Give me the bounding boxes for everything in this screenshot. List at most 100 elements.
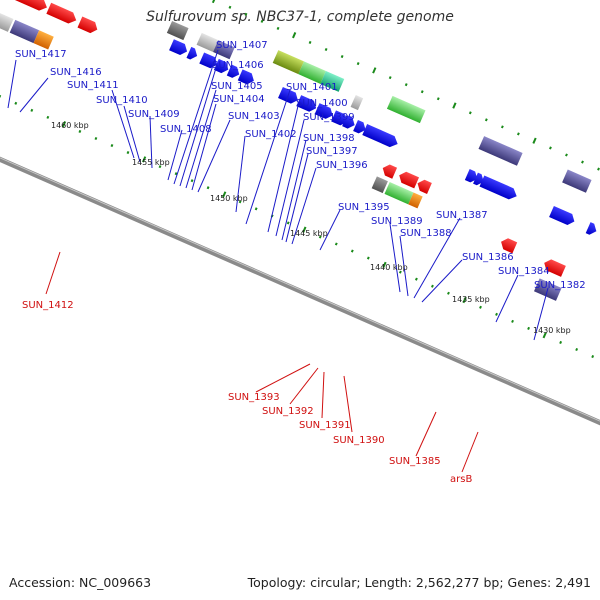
gene-box[interactable] [408, 192, 423, 209]
gene-label[interactable]: SUN_1386 [462, 252, 514, 263]
gene-label[interactable]: SUN_1416 [50, 67, 102, 78]
scale-tick-minor [511, 319, 514, 323]
scale-tick-minor [244, 12, 248, 16]
gene-arrow[interactable] [542, 257, 566, 277]
gene-arrow[interactable] [77, 16, 99, 35]
gene-label[interactable]: SUN_1405 [211, 81, 263, 92]
gene-arrow[interactable] [213, 58, 231, 75]
gene-box[interactable] [562, 169, 592, 193]
scale-tick-major [532, 137, 537, 144]
gene-arrow[interactable] [585, 222, 599, 237]
gene-label[interactable]: SUN_1398 [303, 133, 355, 144]
gene-label[interactable]: SUN_1399 [303, 112, 355, 123]
gene-arrow[interactable] [237, 69, 257, 86]
gene-arrow[interactable] [226, 64, 242, 80]
gene-arrow[interactable] [331, 110, 350, 127]
gene-label[interactable]: SUN_1412 [22, 300, 74, 311]
gene-box[interactable] [166, 20, 189, 41]
gene-arrow[interactable] [397, 170, 420, 189]
gene-labels-upper: SUN_1417 SUN_1416 SUN_1411 SUN_1410 SUN_… [15, 40, 586, 291]
gene-label[interactable]: SUN_1410 [96, 95, 148, 106]
gene-box[interactable] [9, 19, 40, 44]
gene-arrow[interactable] [499, 236, 518, 254]
gene-label[interactable]: SUN_1403 [228, 111, 280, 122]
gene-label[interactable]: SUN_1397 [306, 146, 358, 157]
gene-label[interactable]: SUN_1406 [212, 60, 264, 71]
gene-label[interactable]: SUN_1396 [316, 160, 368, 171]
scale-track-lower [0, 94, 595, 359]
gene-label[interactable]: SUN_1411 [67, 80, 119, 91]
gene-label[interactable]: SUN_1384 [498, 266, 550, 277]
gene-label[interactable]: SUN_1402 [245, 129, 297, 140]
scale-tick-minor [318, 235, 322, 239]
gene-label[interactable]: SUN_1393 [228, 392, 280, 403]
gene-arrow[interactable] [342, 115, 357, 130]
scale-tick-minor [46, 115, 50, 119]
scale-track-upper [211, 0, 600, 171]
gene-label[interactable]: SUN_1388 [400, 228, 452, 239]
gene-arrow[interactable] [353, 119, 368, 135]
gene-band-forward [169, 39, 599, 237]
gene-box[interactable] [478, 136, 523, 166]
scale-tick-minor [404, 83, 408, 87]
gene-label[interactable]: SUN_1401 [286, 82, 338, 93]
gene-label[interactable]: SUN_1400 [296, 98, 348, 109]
gene-arrow[interactable] [479, 175, 519, 201]
gene-box[interactable] [350, 95, 364, 111]
gene-box[interactable] [320, 71, 345, 92]
gene-label[interactable]: SUN_1404 [213, 94, 265, 105]
scale-tick-minor [549, 146, 552, 150]
gene-label[interactable]: arsB [450, 474, 472, 485]
gene-label[interactable]: SUN_1390 [333, 435, 385, 446]
gene-arrow[interactable] [169, 39, 189, 57]
gene-box[interactable] [298, 61, 326, 84]
scale-tick-minor [500, 125, 504, 129]
scale-tick-major [211, 0, 217, 4]
gene-label[interactable]: SUN_1408 [160, 124, 212, 135]
scale-tick-minor [559, 340, 563, 345]
scale-tick-major [141, 156, 147, 163]
scale-tick-minor [350, 249, 354, 253]
gene-box[interactable] [371, 176, 388, 194]
gene-arrow[interactable] [380, 163, 398, 179]
gene-arrow[interactable] [549, 206, 577, 227]
gene-box[interactable] [386, 95, 426, 124]
gene-box[interactable] [196, 32, 219, 53]
gene-label[interactable]: SUN_1407 [216, 40, 268, 51]
gene-label[interactable]: SUN_1392 [262, 406, 314, 417]
gene-labels-lower: SUN_1412 SUN_1393 SUN_1392 SUN_1391 SUN_… [22, 300, 472, 485]
gene-box[interactable] [33, 30, 54, 50]
scale-tick-minor [447, 291, 450, 295]
gene-arrow[interactable] [296, 95, 318, 114]
gene-label[interactable]: SUN_1417 [15, 49, 67, 60]
gene-arrow[interactable] [473, 172, 486, 188]
gene-arrow[interactable] [464, 169, 480, 184]
gene-label[interactable]: SUN_1382 [534, 280, 586, 291]
scale-tick-minor [0, 94, 2, 98]
gene-arrow[interactable] [11, 0, 50, 13]
gene-arrow[interactable] [46, 2, 78, 26]
gene-arrow[interactable] [186, 46, 199, 62]
accession-text: Accession: NC_009663 [9, 575, 152, 590]
gene-label[interactable]: SUN_1395 [338, 202, 390, 213]
gene-arrow[interactable] [415, 178, 432, 195]
gene-box[interactable] [384, 181, 414, 205]
genome-backbone-highlight [0, 157, 600, 422]
gene-label[interactable]: SUN_1391 [299, 420, 351, 431]
scale-tick-minor [420, 90, 424, 94]
gene-arrow[interactable] [362, 124, 400, 149]
scale-tick-major [372, 67, 377, 74]
scale-tick-minor [158, 165, 162, 169]
kbp-label: 1430 kbp [533, 326, 571, 335]
scale-tick-minor [495, 312, 498, 316]
gene-box[interactable] [272, 50, 304, 75]
gene-label[interactable]: SUN_1387 [436, 210, 488, 221]
gene-arrow[interactable] [314, 103, 335, 121]
gene-label[interactable]: SUN_1409 [128, 109, 180, 120]
gene-label[interactable]: SUN_1385 [389, 456, 441, 467]
gene-box[interactable] [213, 40, 235, 60]
scale-tick-major [462, 296, 467, 304]
gene-box[interactable] [0, 7, 14, 32]
gene-label[interactable]: SUN_1389 [371, 216, 423, 227]
scale-tick-minor [527, 326, 530, 330]
